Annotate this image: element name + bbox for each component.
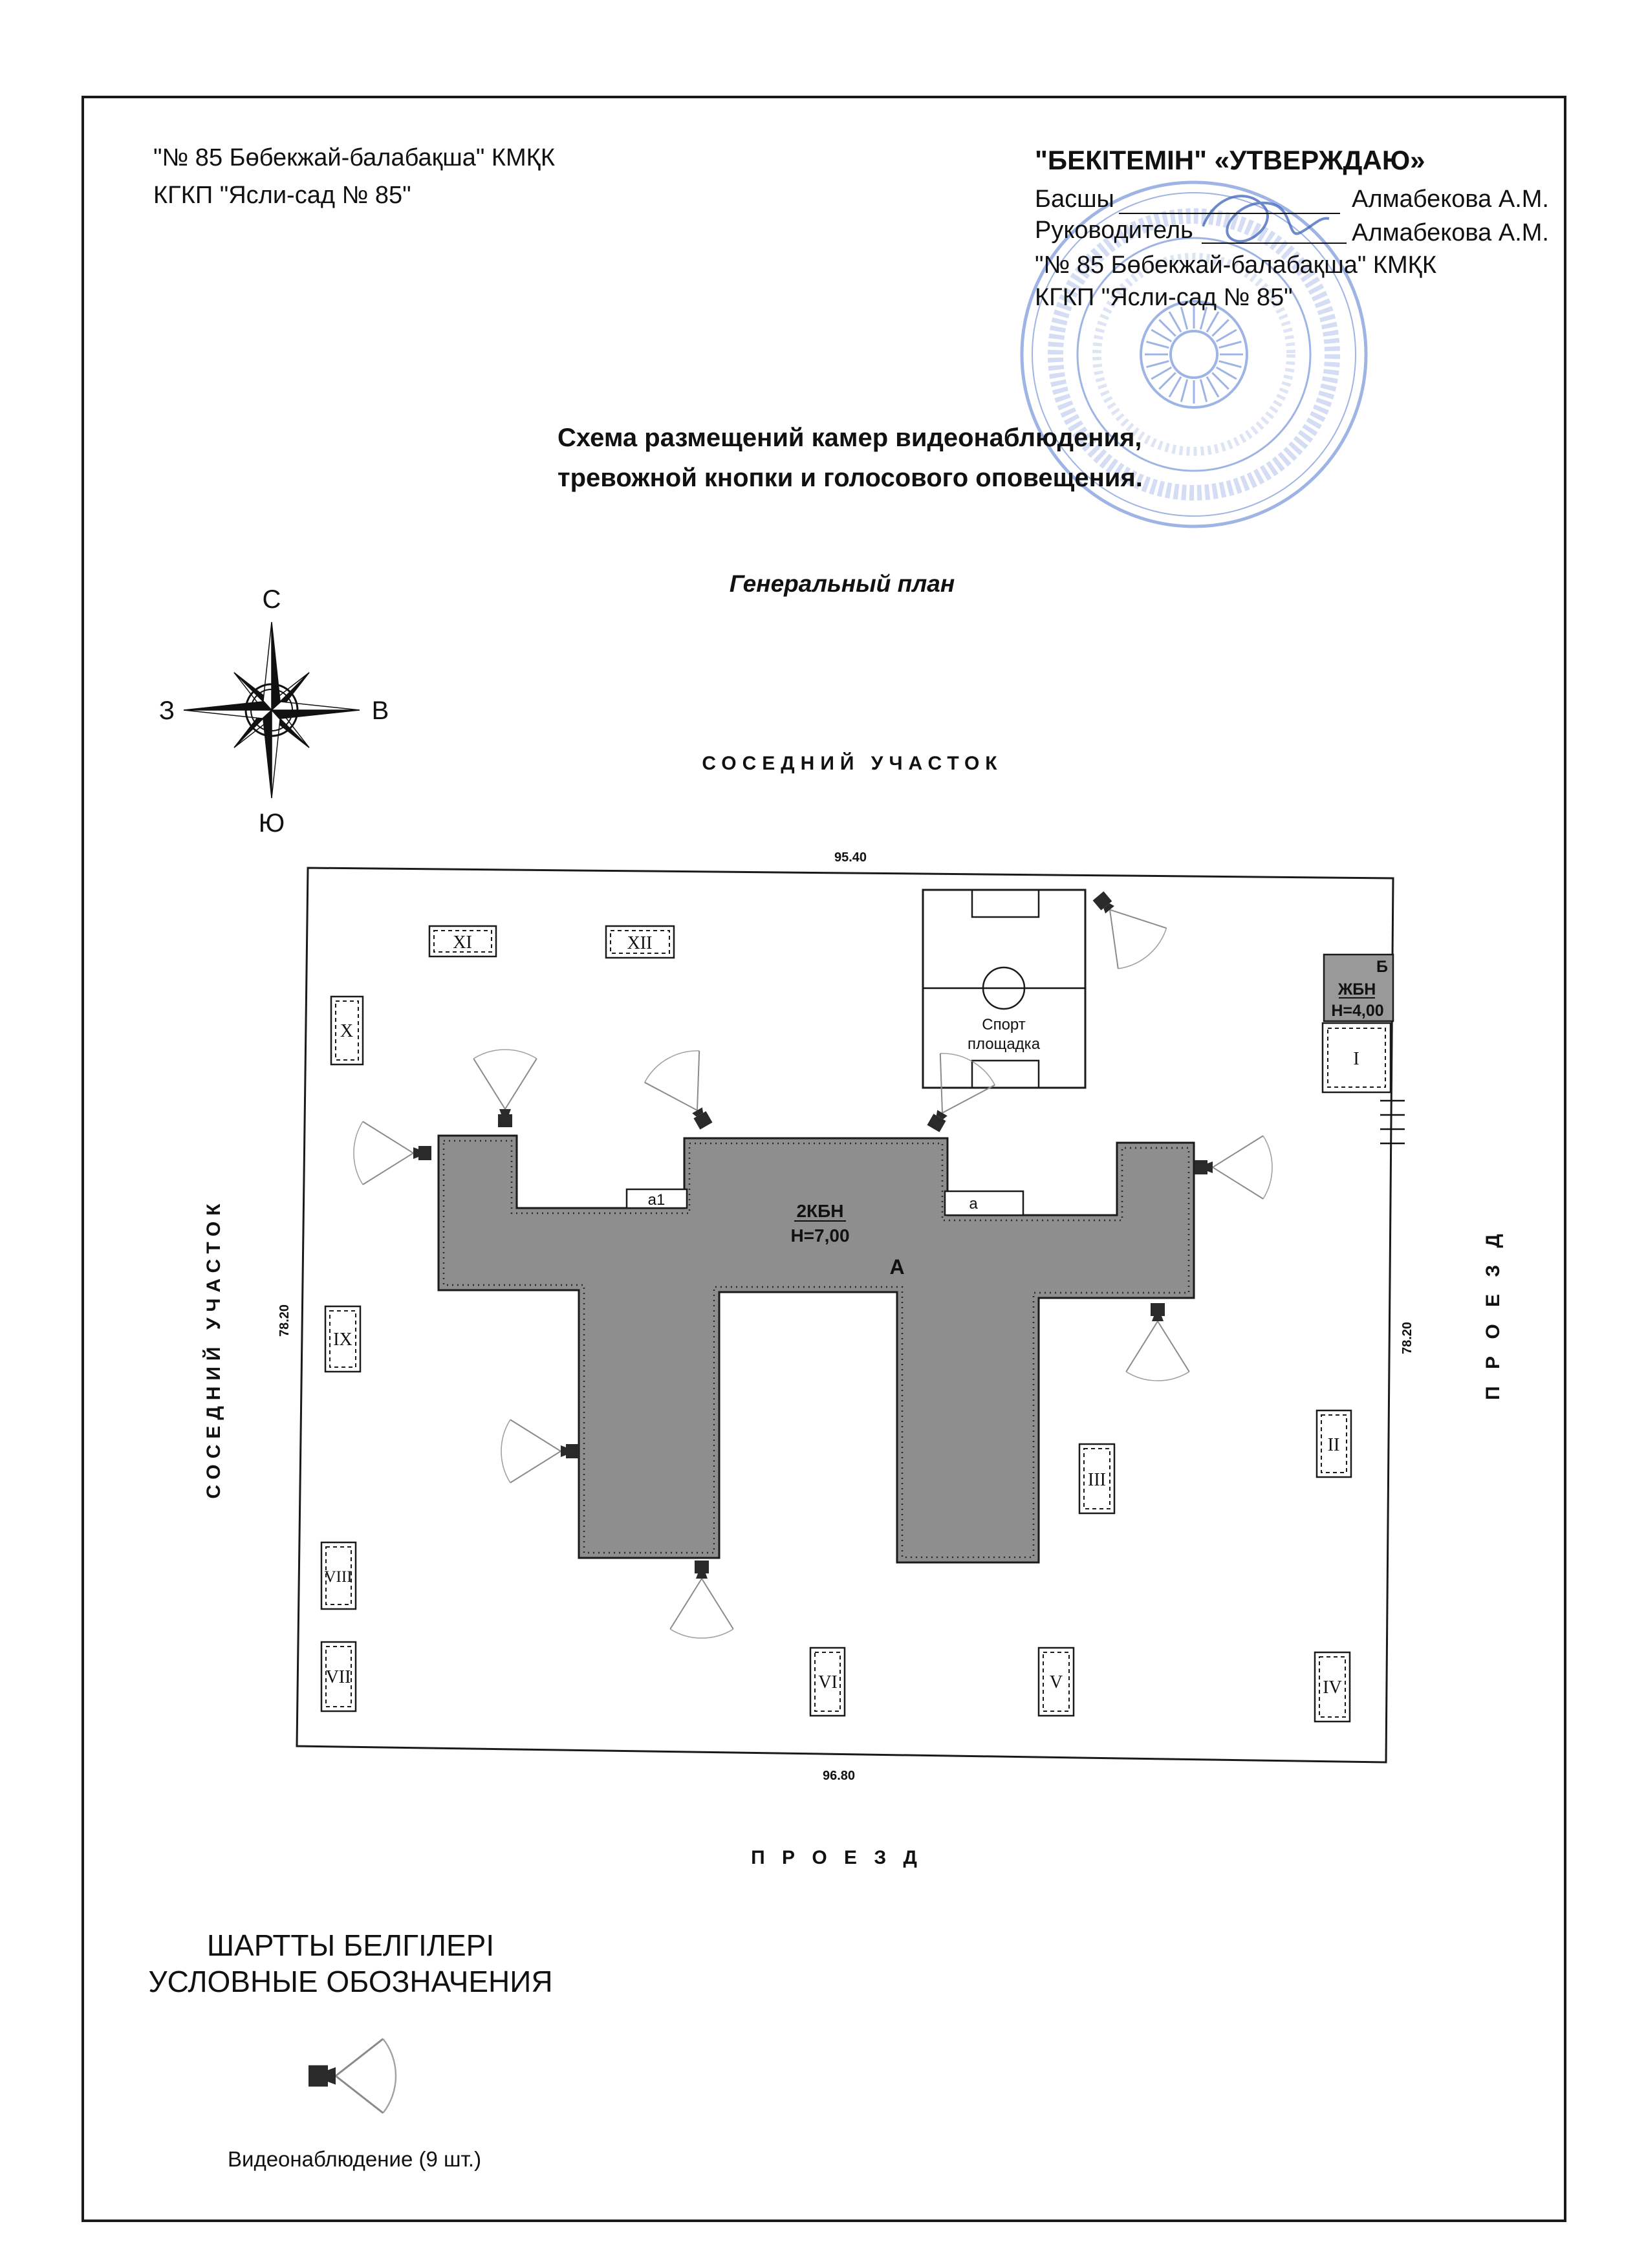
landmark-label: V bbox=[1050, 1672, 1063, 1692]
compass-west-label: З bbox=[159, 697, 175, 725]
camera-icon bbox=[927, 1053, 995, 1132]
landmark-label: III bbox=[1088, 1470, 1106, 1490]
building-b-footprint bbox=[1323, 953, 1394, 1022]
landmark-IV: IV bbox=[1314, 1651, 1351, 1723]
head-title-kz: Басшы bbox=[1035, 186, 1114, 213]
camera-icon bbox=[1195, 1135, 1273, 1200]
approval-heading: "БЕКІТЕМІН" «УТВЕРЖДАЮ» bbox=[1035, 145, 1425, 175]
document-title-line1: Схема размещений камер видеонаблюдения, bbox=[558, 424, 1142, 452]
landmark-label: XII bbox=[627, 933, 653, 953]
main-building: а1 а 2КБН Н=7,00 А bbox=[437, 1134, 1195, 1564]
camera-icon bbox=[473, 1049, 537, 1127]
official-seal-icon bbox=[1020, 180, 1368, 528]
page-frame bbox=[81, 96, 1566, 2222]
main-building-code: 2КБН bbox=[796, 1201, 843, 1221]
compass-east-label: В bbox=[372, 697, 389, 725]
landmark-label: VII bbox=[326, 1667, 351, 1687]
head-title-ru: Руководитель bbox=[1035, 217, 1193, 244]
landmark-XI: XI bbox=[428, 925, 497, 958]
landmark-label: IX bbox=[333, 1330, 352, 1350]
building-b: Б ЖБН Н=4,00 bbox=[1323, 953, 1394, 1022]
landmark-label: VI bbox=[818, 1672, 838, 1692]
main-building-letter: А bbox=[889, 1255, 904, 1279]
camera-icon bbox=[353, 1121, 431, 1185]
camera-icon bbox=[309, 2038, 397, 2114]
landmark-label: XI bbox=[453, 933, 472, 953]
annex-a-label: а bbox=[969, 1195, 978, 1213]
head-name-kz: Алмабекова А.М. bbox=[1352, 186, 1549, 213]
annex-a1 bbox=[625, 1188, 688, 1209]
sports-ground-center-circle bbox=[982, 966, 1026, 1010]
legend: ШАРТТЫ БЕЛГІЛЕРІ УСЛОВНЫЕ ОБОЗНАЧЕНИЯ Ви… bbox=[148, 1928, 552, 2171]
org-name-kz: "№ 85 Бөбекжай-балабақша" КМҚК bbox=[153, 144, 555, 171]
landmark-label: VIII bbox=[324, 1568, 352, 1586]
camera-icon bbox=[669, 1561, 734, 1639]
approval-org-ru: КГКП "Ясли-сад № 85" bbox=[1035, 284, 1293, 311]
landmark-X: X bbox=[330, 995, 364, 1066]
camera-icon bbox=[644, 1050, 713, 1130]
legend-title-ru: УСЛОВНЫЕ ОБОЗНАЧЕНИЯ bbox=[148, 1965, 552, 1998]
plan-subtitle: Генеральный план bbox=[730, 570, 955, 597]
document-title-line2: тревожной кнопки и голосового оповещения… bbox=[558, 464, 1143, 492]
building-b-letter: Б bbox=[1376, 958, 1388, 976]
landmark-label: I bbox=[1353, 1049, 1359, 1069]
landmark-label: X bbox=[340, 1021, 353, 1041]
camera-layer bbox=[353, 891, 1273, 1639]
landmark-IX: IX bbox=[324, 1305, 362, 1373]
landmark-VIII: VIII bbox=[320, 1541, 357, 1610]
driveway-right-label: П Р О Е З Д bbox=[1482, 1228, 1504, 1400]
annex-a1-label: а1 bbox=[648, 1191, 666, 1209]
landmark-II: II bbox=[1316, 1409, 1352, 1478]
gate-marks bbox=[1380, 1099, 1405, 1145]
landmark-I: I bbox=[1321, 1022, 1392, 1094]
landmark-V: V bbox=[1037, 1647, 1075, 1717]
camera-icon bbox=[1125, 1303, 1190, 1381]
sports-ground-label-1: Спорт bbox=[982, 1016, 1026, 1033]
driveway-bottom-label: П Р О Е З Д bbox=[751, 1847, 923, 1868]
legend-title-kz: ШАРТТЫ БЕЛГІЛЕРІ bbox=[207, 1928, 494, 1962]
compass-south-label: Ю bbox=[259, 809, 285, 837]
compass-rose-icon bbox=[183, 621, 360, 799]
landmark-label: IV bbox=[1323, 1678, 1342, 1698]
sports-ground-label-2: площадка bbox=[968, 1035, 1041, 1053]
dimension-bottom: 96.80 bbox=[823, 1769, 855, 1783]
site-boundary bbox=[296, 867, 1394, 1764]
dimension-top: 95.40 bbox=[834, 850, 867, 865]
landmark-III: III bbox=[1078, 1443, 1116, 1515]
landmark-VI: VI bbox=[809, 1647, 846, 1717]
legend-camera-symbol bbox=[309, 2038, 397, 2114]
signature-mark bbox=[1202, 195, 1330, 243]
dimension-left: 78.20 bbox=[277, 1304, 292, 1337]
building-b-code: ЖБН bbox=[1337, 980, 1376, 999]
sports-ground: Спорт площадка bbox=[922, 889, 1087, 1089]
annex-a bbox=[944, 1190, 1024, 1216]
main-building-footprint bbox=[437, 1134, 1195, 1564]
building-b-height: Н=4,00 bbox=[1331, 1002, 1383, 1020]
neighbor-plot-top-label: СОСЕДНИЙ УЧАСТОК bbox=[702, 752, 1002, 774]
landmark-XII: XII bbox=[605, 925, 675, 959]
sports-ground-goal-top bbox=[971, 889, 1040, 918]
org-name-ru: КГКП "Ясли-сад № 85" bbox=[153, 182, 411, 209]
main-building-inner-outline bbox=[442, 1139, 1190, 1559]
landmark-label: II bbox=[1328, 1435, 1340, 1455]
camera-icon bbox=[1092, 891, 1167, 969]
compass-north-label: С bbox=[263, 585, 281, 614]
sports-ground-goal-bottom bbox=[971, 1059, 1040, 1089]
neighbor-plot-left-label: СОСЕДНИЙ УЧАСТОК bbox=[202, 1198, 224, 1498]
main-building-height: Н=7,00 bbox=[790, 1226, 849, 1246]
legend-camera-label: Видеонаблюдение (9 шт.) bbox=[228, 2147, 481, 2171]
landmark-VII: VII bbox=[320, 1641, 357, 1712]
head-name-ru: Алмабекова А.М. bbox=[1352, 219, 1549, 246]
camera-icon bbox=[501, 1419, 579, 1484]
dimension-right: 78.20 bbox=[1400, 1322, 1414, 1354]
approval-org-kz: "№ 85 Бөбекжай-балабақша" КМҚК bbox=[1035, 252, 1436, 279]
